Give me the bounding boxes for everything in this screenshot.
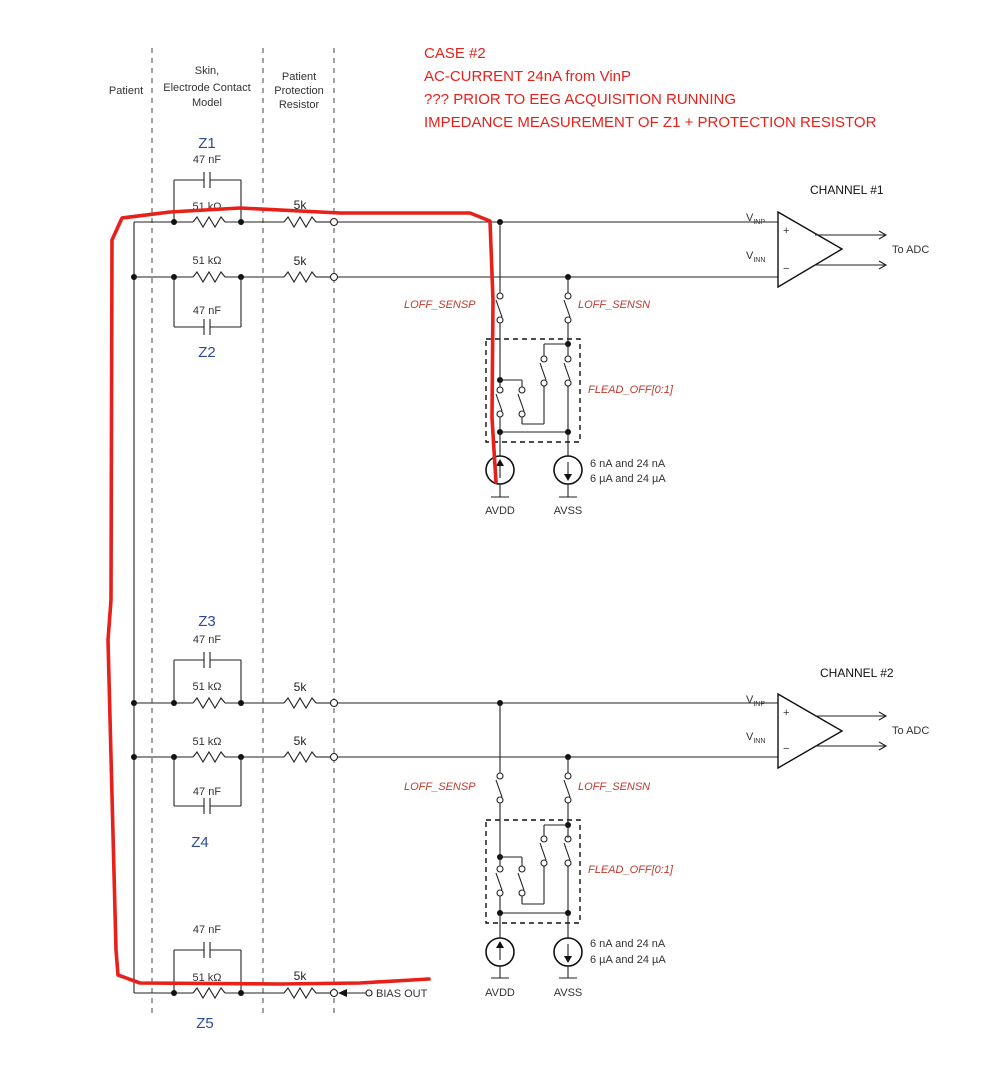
avss-label: AVSS	[554, 505, 583, 517]
z5-res-label: 51 kΩ	[192, 972, 221, 984]
annotation-line-3: ??? PRIOR TO EEG ACQUISITION RUNNING	[424, 91, 736, 108]
current-label-1: 6 nA and 24 nA	[590, 458, 666, 470]
z2-network: 51 kΩ 47 nF Z2	[134, 255, 284, 361]
avdd-label: AVDD	[485, 987, 515, 999]
annotation-line-2: AC-CURRENT 24nA from VinP	[424, 68, 631, 85]
loff-sensn-switch	[563, 772, 572, 804]
z5-cap-label: 47 nF	[193, 924, 221, 936]
prot-label: 5k	[294, 254, 308, 268]
flead-off-label: FLEAD_OFF[0:1]	[588, 864, 674, 876]
loff-sensp-label: LOFF_SENSP	[404, 299, 476, 311]
label-prot-1: Patient	[282, 71, 316, 83]
current-label-2: 6 µA and 24 µA	[590, 473, 666, 485]
z3-network: Z3 47 nF 51 kΩ	[134, 613, 284, 709]
vinp-label: VINP	[746, 212, 765, 226]
svg-text:−: −	[783, 743, 789, 755]
channel-2-title: CHANNEL #2	[820, 666, 894, 680]
current-path-annotation	[106, 206, 498, 986]
z4-network: 51 kΩ 47 nF Z4	[134, 736, 284, 851]
z3-res-label: 51 kΩ	[192, 681, 221, 693]
loff-sensp-switch	[495, 772, 504, 804]
label-skin-1: Skin,	[195, 65, 219, 77]
amplifier-ch1	[777, 210, 844, 289]
flead-off-box	[485, 819, 581, 924]
prot-label: 5k	[294, 198, 308, 212]
protection-resistors-ch1: 5k 5k	[283, 198, 339, 283]
vinn-label: VINN	[746, 250, 765, 264]
svg-text:−: −	[783, 263, 789, 275]
prot-label: 5k	[294, 734, 308, 748]
label-skin-2: Electrode Contact	[163, 82, 250, 94]
z5-label: Z5	[196, 1015, 214, 1032]
z2-cap-label: 47 nF	[193, 305, 221, 317]
label-skin-3: Model	[192, 97, 222, 109]
avdd-label: AVDD	[485, 505, 515, 517]
svg-text:+: +	[783, 707, 789, 719]
vinp-label: VINP	[746, 694, 765, 708]
loff-sensn-label: LOFF_SENSN	[578, 299, 650, 311]
z3-cap-label: 47 nF	[193, 634, 221, 646]
loff-sensp-label: LOFF_SENSP	[404, 781, 476, 793]
label-prot-2: Protection	[274, 85, 324, 97]
loff-sensn-label: LOFF_SENSN	[578, 781, 650, 793]
z4-res-label: 51 kΩ	[192, 736, 221, 748]
vinn-label: VINN	[746, 731, 765, 745]
channel-2: CHANNEL #2 VINP VINN + − To ADC LOFF_SEN…	[338, 666, 929, 999]
channel-1: CHANNEL #1 VINP VINN + − To ADC LOFF_SEN…	[338, 183, 929, 517]
annotation-line-4: IMPEDANCE MEASUREMENT OF Z1 + PROTECTION…	[424, 114, 877, 131]
amplifier-ch2	[777, 692, 844, 770]
current-label-2: 6 µA and 24 µA	[590, 954, 666, 966]
svg-text:+: +	[783, 225, 789, 237]
z5-network: 47 nF 51 kΩ Z5 5k BIAS OUT	[134, 924, 428, 1032]
z2-label: Z2	[198, 344, 216, 361]
z1-cap-label: 47 nF	[193, 154, 221, 166]
to-adc-label: To ADC	[892, 725, 929, 737]
flead-off-label: FLEAD_OFF[0:1]	[588, 384, 674, 396]
flead-off-box	[485, 338, 581, 443]
z4-cap-label: 47 nF	[193, 786, 221, 798]
bias-out-label: BIAS OUT	[376, 988, 428, 1000]
z1-label: Z1	[198, 135, 216, 152]
avss-label: AVSS	[554, 987, 583, 999]
loff-sensn-switch	[563, 292, 572, 324]
z2-res-label: 51 kΩ	[192, 255, 221, 267]
loff-sensp-switch	[495, 292, 504, 324]
label-prot-3: Resistor	[279, 99, 320, 111]
label-patient: Patient	[109, 85, 143, 97]
prot-label: 5k	[294, 680, 308, 694]
current-label-1: 6 nA and 24 nA	[590, 938, 666, 950]
prot-label: 5k	[294, 969, 308, 983]
channel-1-title: CHANNEL #1	[810, 183, 884, 197]
z4-label: Z4	[191, 834, 209, 851]
protection-resistors-ch2: 5k 5k	[283, 680, 339, 763]
z3-label: Z3	[198, 613, 216, 630]
to-adc-label: To ADC	[892, 244, 929, 256]
annotation-line-1: CASE #2	[424, 45, 486, 62]
